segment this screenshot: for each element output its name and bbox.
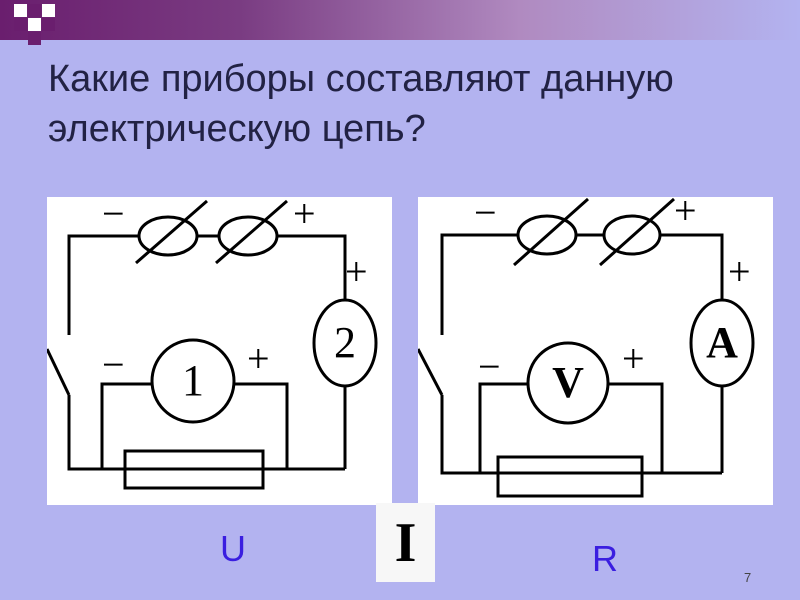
wire bbox=[234, 382, 289, 469]
meter-2-label: 2 bbox=[334, 318, 356, 367]
minus-sign-meter-1: − bbox=[102, 342, 125, 387]
decor-square bbox=[42, 4, 55, 17]
voltmeter-circle bbox=[526, 341, 610, 425]
meter-2-circle bbox=[312, 298, 378, 388]
switch-blade bbox=[47, 348, 71, 396]
resistor bbox=[123, 449, 265, 490]
plus-sign-meter-1: + bbox=[247, 336, 270, 381]
minus-sign-top: − bbox=[474, 190, 497, 235]
ammeter-circle bbox=[689, 298, 755, 388]
lamp bbox=[217, 215, 279, 257]
answer-label-right: R bbox=[592, 538, 618, 579]
wire bbox=[440, 233, 518, 289]
decor-square bbox=[14, 18, 27, 31]
wire bbox=[660, 233, 724, 299]
wire bbox=[67, 234, 139, 294]
circuit-right-svg bbox=[418, 197, 755, 498]
decor-square bbox=[28, 18, 41, 31]
circuit-diagram-right: − + + − + V A bbox=[418, 191, 773, 505]
voltmeter-label: V bbox=[552, 358, 584, 407]
plus-sign-meter-2: + bbox=[345, 249, 368, 294]
decor-square bbox=[14, 4, 27, 17]
switch-blade bbox=[418, 348, 444, 396]
plus-sign-voltmeter: + bbox=[622, 336, 645, 381]
slide-title: Какие приборы составляют данную электрич… bbox=[48, 58, 674, 150]
wire bbox=[67, 395, 345, 471]
meter-1-label: 1 bbox=[182, 356, 204, 405]
resistor bbox=[496, 455, 644, 498]
meter-1-circle bbox=[150, 338, 236, 424]
minus-sign-voltmeter: − bbox=[478, 344, 501, 389]
decor-square bbox=[28, 4, 41, 17]
circuit-diagram-left: − + + − + 1 2 bbox=[47, 191, 392, 505]
minus-sign-top: − bbox=[102, 191, 125, 236]
lamp bbox=[602, 214, 662, 256]
wire bbox=[440, 395, 722, 475]
lamp-stroke bbox=[135, 199, 208, 265]
circuit-left-svg bbox=[47, 199, 378, 490]
lamp bbox=[516, 214, 578, 256]
page-number: 7 bbox=[744, 570, 752, 585]
plus-sign-top: + bbox=[674, 188, 697, 233]
lamp-stroke bbox=[599, 197, 675, 267]
plus-sign-ammeter: + bbox=[728, 249, 751, 294]
plus-sign-top: + bbox=[293, 191, 316, 236]
lamp bbox=[137, 215, 199, 257]
decor-square bbox=[42, 18, 55, 31]
lamp-stroke bbox=[215, 199, 288, 265]
current-symbol-label: I bbox=[394, 512, 417, 574]
header-gradient-bar bbox=[0, 0, 800, 40]
wire bbox=[277, 234, 347, 299]
ammeter-label: A bbox=[706, 318, 738, 367]
wire bbox=[100, 382, 152, 469]
wire bbox=[608, 382, 664, 473]
wire bbox=[478, 382, 528, 473]
answer-label-left: U bbox=[220, 528, 246, 569]
decor-square bbox=[28, 32, 41, 45]
current-symbol-tile: I bbox=[376, 503, 435, 582]
lamp-stroke bbox=[513, 197, 589, 267]
